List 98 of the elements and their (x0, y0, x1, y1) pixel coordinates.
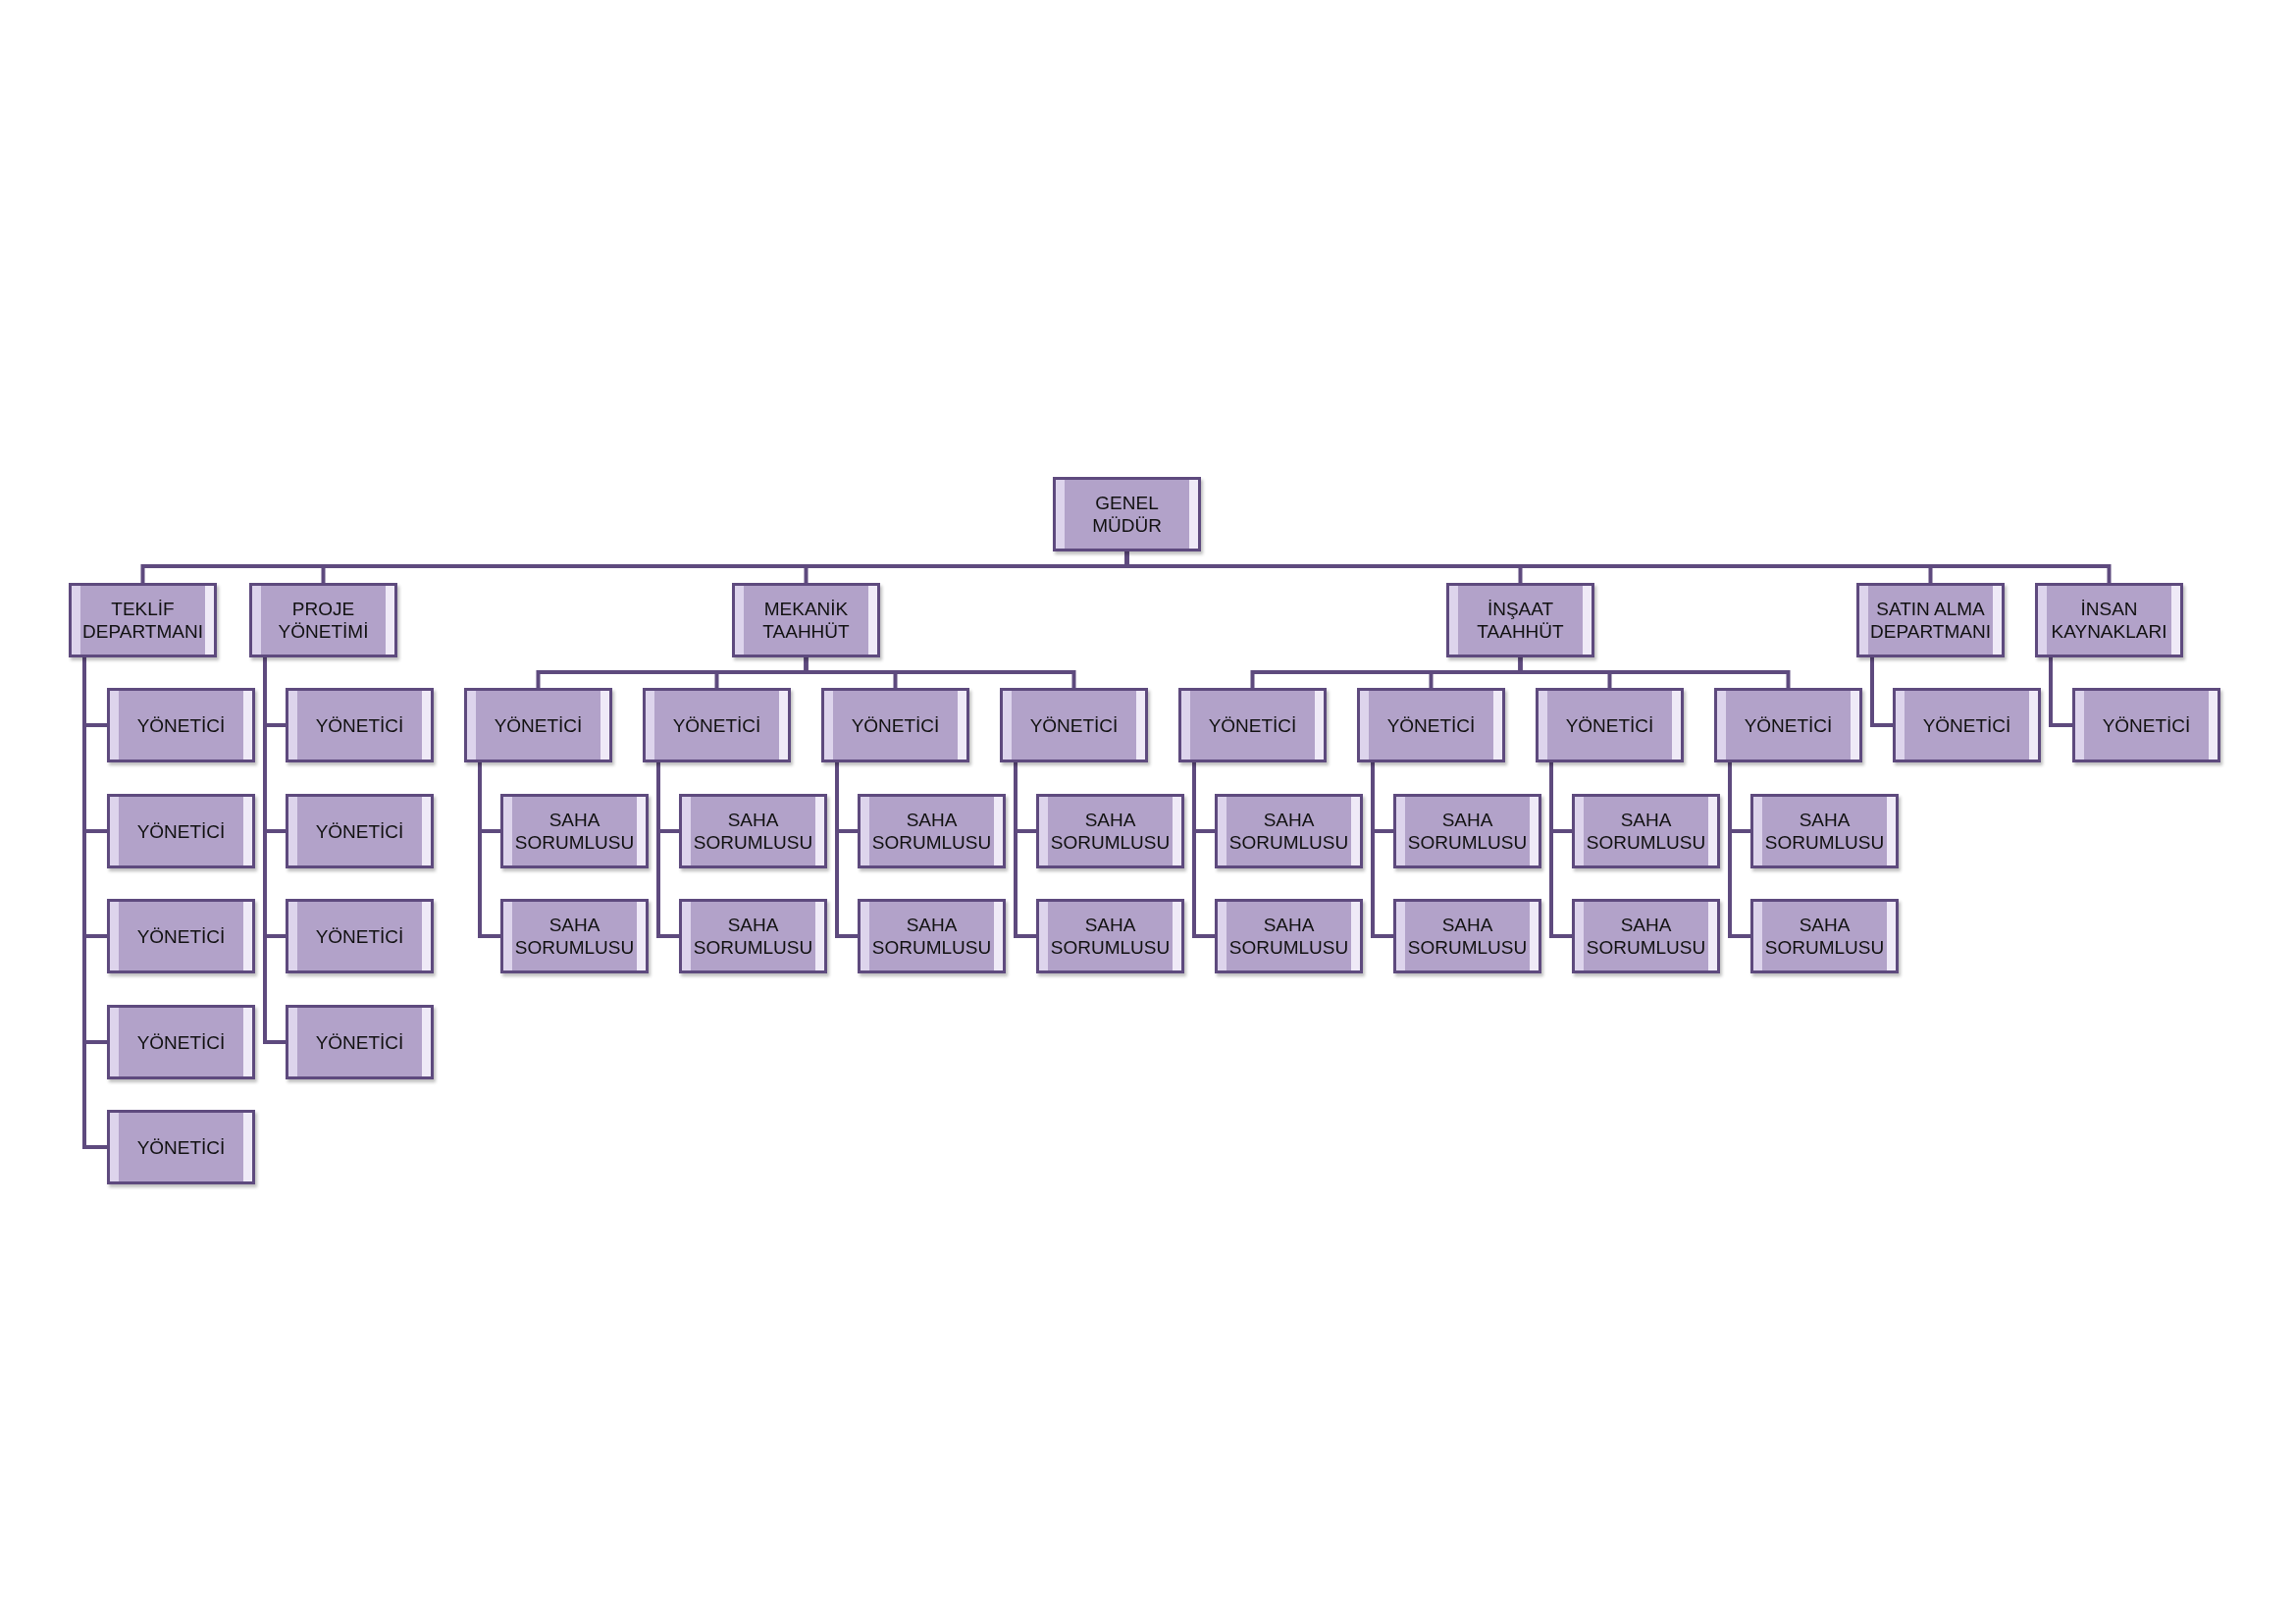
box-label: SAHA SORUMLUSU (1407, 914, 1528, 959)
org-box (821, 688, 969, 762)
connector-line (478, 762, 500, 938)
box-label: SAHA SORUMLUSU (1764, 809, 1885, 854)
box-label: SAHA SORUMLUSU (514, 809, 635, 854)
box-label: İNŞAAT TAAHHÜT (1476, 598, 1565, 643)
org-box (1393, 794, 1541, 868)
connector-line (1371, 762, 1393, 938)
org-box (1714, 688, 1862, 762)
box-label: MEKANİK TAAHHÜT (761, 598, 851, 643)
box-label: TEKLİF DEPARTMANI (82, 598, 203, 643)
org-box (1856, 583, 2005, 657)
box-label: SAHA SORUMLUSU (1050, 914, 1171, 959)
org-box (1893, 688, 2041, 762)
box-label: İNSAN KAYNAKLARI (2050, 598, 2168, 643)
org-box (107, 1005, 255, 1079)
box-label: SAHA SORUMLUSU (1586, 914, 1706, 959)
org-box (107, 794, 255, 868)
box-label: SAHA SORUMLUSU (514, 914, 635, 959)
org-box (286, 1005, 434, 1079)
box-label: SAHA SORUMLUSU (1407, 809, 1528, 854)
connector-line (1549, 762, 1572, 938)
box-label: YÖNETİCİ (2102, 713, 2191, 737)
org-box (679, 899, 827, 973)
org-box (2035, 583, 2183, 657)
box-label: YÖNETİCİ (672, 713, 761, 737)
box-label: SAHA SORUMLUSU (1228, 914, 1349, 959)
box-label: YÖNETİCİ (1565, 713, 1654, 737)
box-label: YÖNETİCİ (136, 713, 226, 737)
box-label: YÖNETİCİ (1208, 713, 1297, 737)
org-box (1036, 899, 1184, 973)
connector-line (1728, 762, 1750, 938)
box-label: GENEL MÜDÜR (1091, 492, 1163, 537)
box-label: YÖNETİCİ (1029, 713, 1119, 737)
box-label: SAHA SORUMLUSU (693, 914, 813, 959)
box-label: SAHA SORUMLUSU (1228, 809, 1349, 854)
org-box (500, 899, 649, 973)
org-box (286, 899, 434, 973)
org-box (1036, 794, 1184, 868)
box-label: PROJE YÖNETİMİ (277, 598, 370, 643)
connector-line (804, 657, 1076, 688)
org-box (249, 583, 397, 657)
org-box (1357, 688, 1505, 762)
box-label: YÖNETİCİ (851, 713, 940, 737)
box-label: YÖNETİCİ (1922, 713, 2011, 737)
org-box (1178, 688, 1327, 762)
box-label: SATIN ALMA DEPARTMANI (1870, 598, 1991, 643)
org-box (107, 1110, 255, 1184)
org-box (1215, 899, 1363, 973)
org-box (2072, 688, 2220, 762)
org-box (1536, 688, 1684, 762)
box-label: SAHA SORUMLUSU (1764, 914, 1885, 959)
org-box (1393, 899, 1541, 973)
org-box (732, 583, 880, 657)
connector-line (263, 657, 286, 1044)
box-label: SAHA SORUMLUSU (693, 809, 813, 854)
org-box (643, 688, 791, 762)
org-box (107, 899, 255, 973)
box-label: YÖNETİCİ (315, 1030, 404, 1054)
org-box (1215, 794, 1363, 868)
connector-line (1192, 762, 1215, 938)
org-box (1572, 794, 1720, 868)
org-box (1446, 583, 1594, 657)
connector-line (1870, 657, 1893, 727)
org-box (858, 899, 1006, 973)
org-box (1750, 794, 1899, 868)
box-label: SAHA SORUMLUSU (871, 914, 992, 959)
box-label: YÖNETİCİ (136, 819, 226, 843)
org-box (1053, 477, 1201, 551)
box-label: YÖNETİCİ (136, 1030, 226, 1054)
org-box (107, 688, 255, 762)
org-box (500, 794, 649, 868)
connector-line (1518, 657, 1791, 688)
box-label: YÖNETİCİ (315, 713, 404, 737)
connector-line (82, 657, 107, 1149)
connector-line (2049, 657, 2072, 727)
connector-line (1014, 762, 1036, 938)
box-label: YÖNETİCİ (136, 924, 226, 948)
org-box (1750, 899, 1899, 973)
box-label: SAHA SORUMLUSU (1050, 809, 1171, 854)
org-box (69, 583, 217, 657)
box-label: YÖNETİCİ (136, 1135, 226, 1159)
org-box (858, 794, 1006, 868)
connector-line (835, 762, 858, 938)
org-box (286, 794, 434, 868)
org-box (1000, 688, 1148, 762)
box-label: SAHA SORUMLUSU (871, 809, 992, 854)
box-label: SAHA SORUMLUSU (1586, 809, 1706, 854)
org-box (286, 688, 434, 762)
org-box (464, 688, 612, 762)
box-label: YÖNETİCİ (1744, 713, 1833, 737)
box-label: YÖNETİCİ (494, 713, 583, 737)
box-label: YÖNETİCİ (315, 819, 404, 843)
box-label: YÖNETİCİ (1386, 713, 1476, 737)
connector-line (656, 762, 679, 938)
org-box (1572, 899, 1720, 973)
box-label: YÖNETİCİ (315, 924, 404, 948)
org-box (679, 794, 827, 868)
